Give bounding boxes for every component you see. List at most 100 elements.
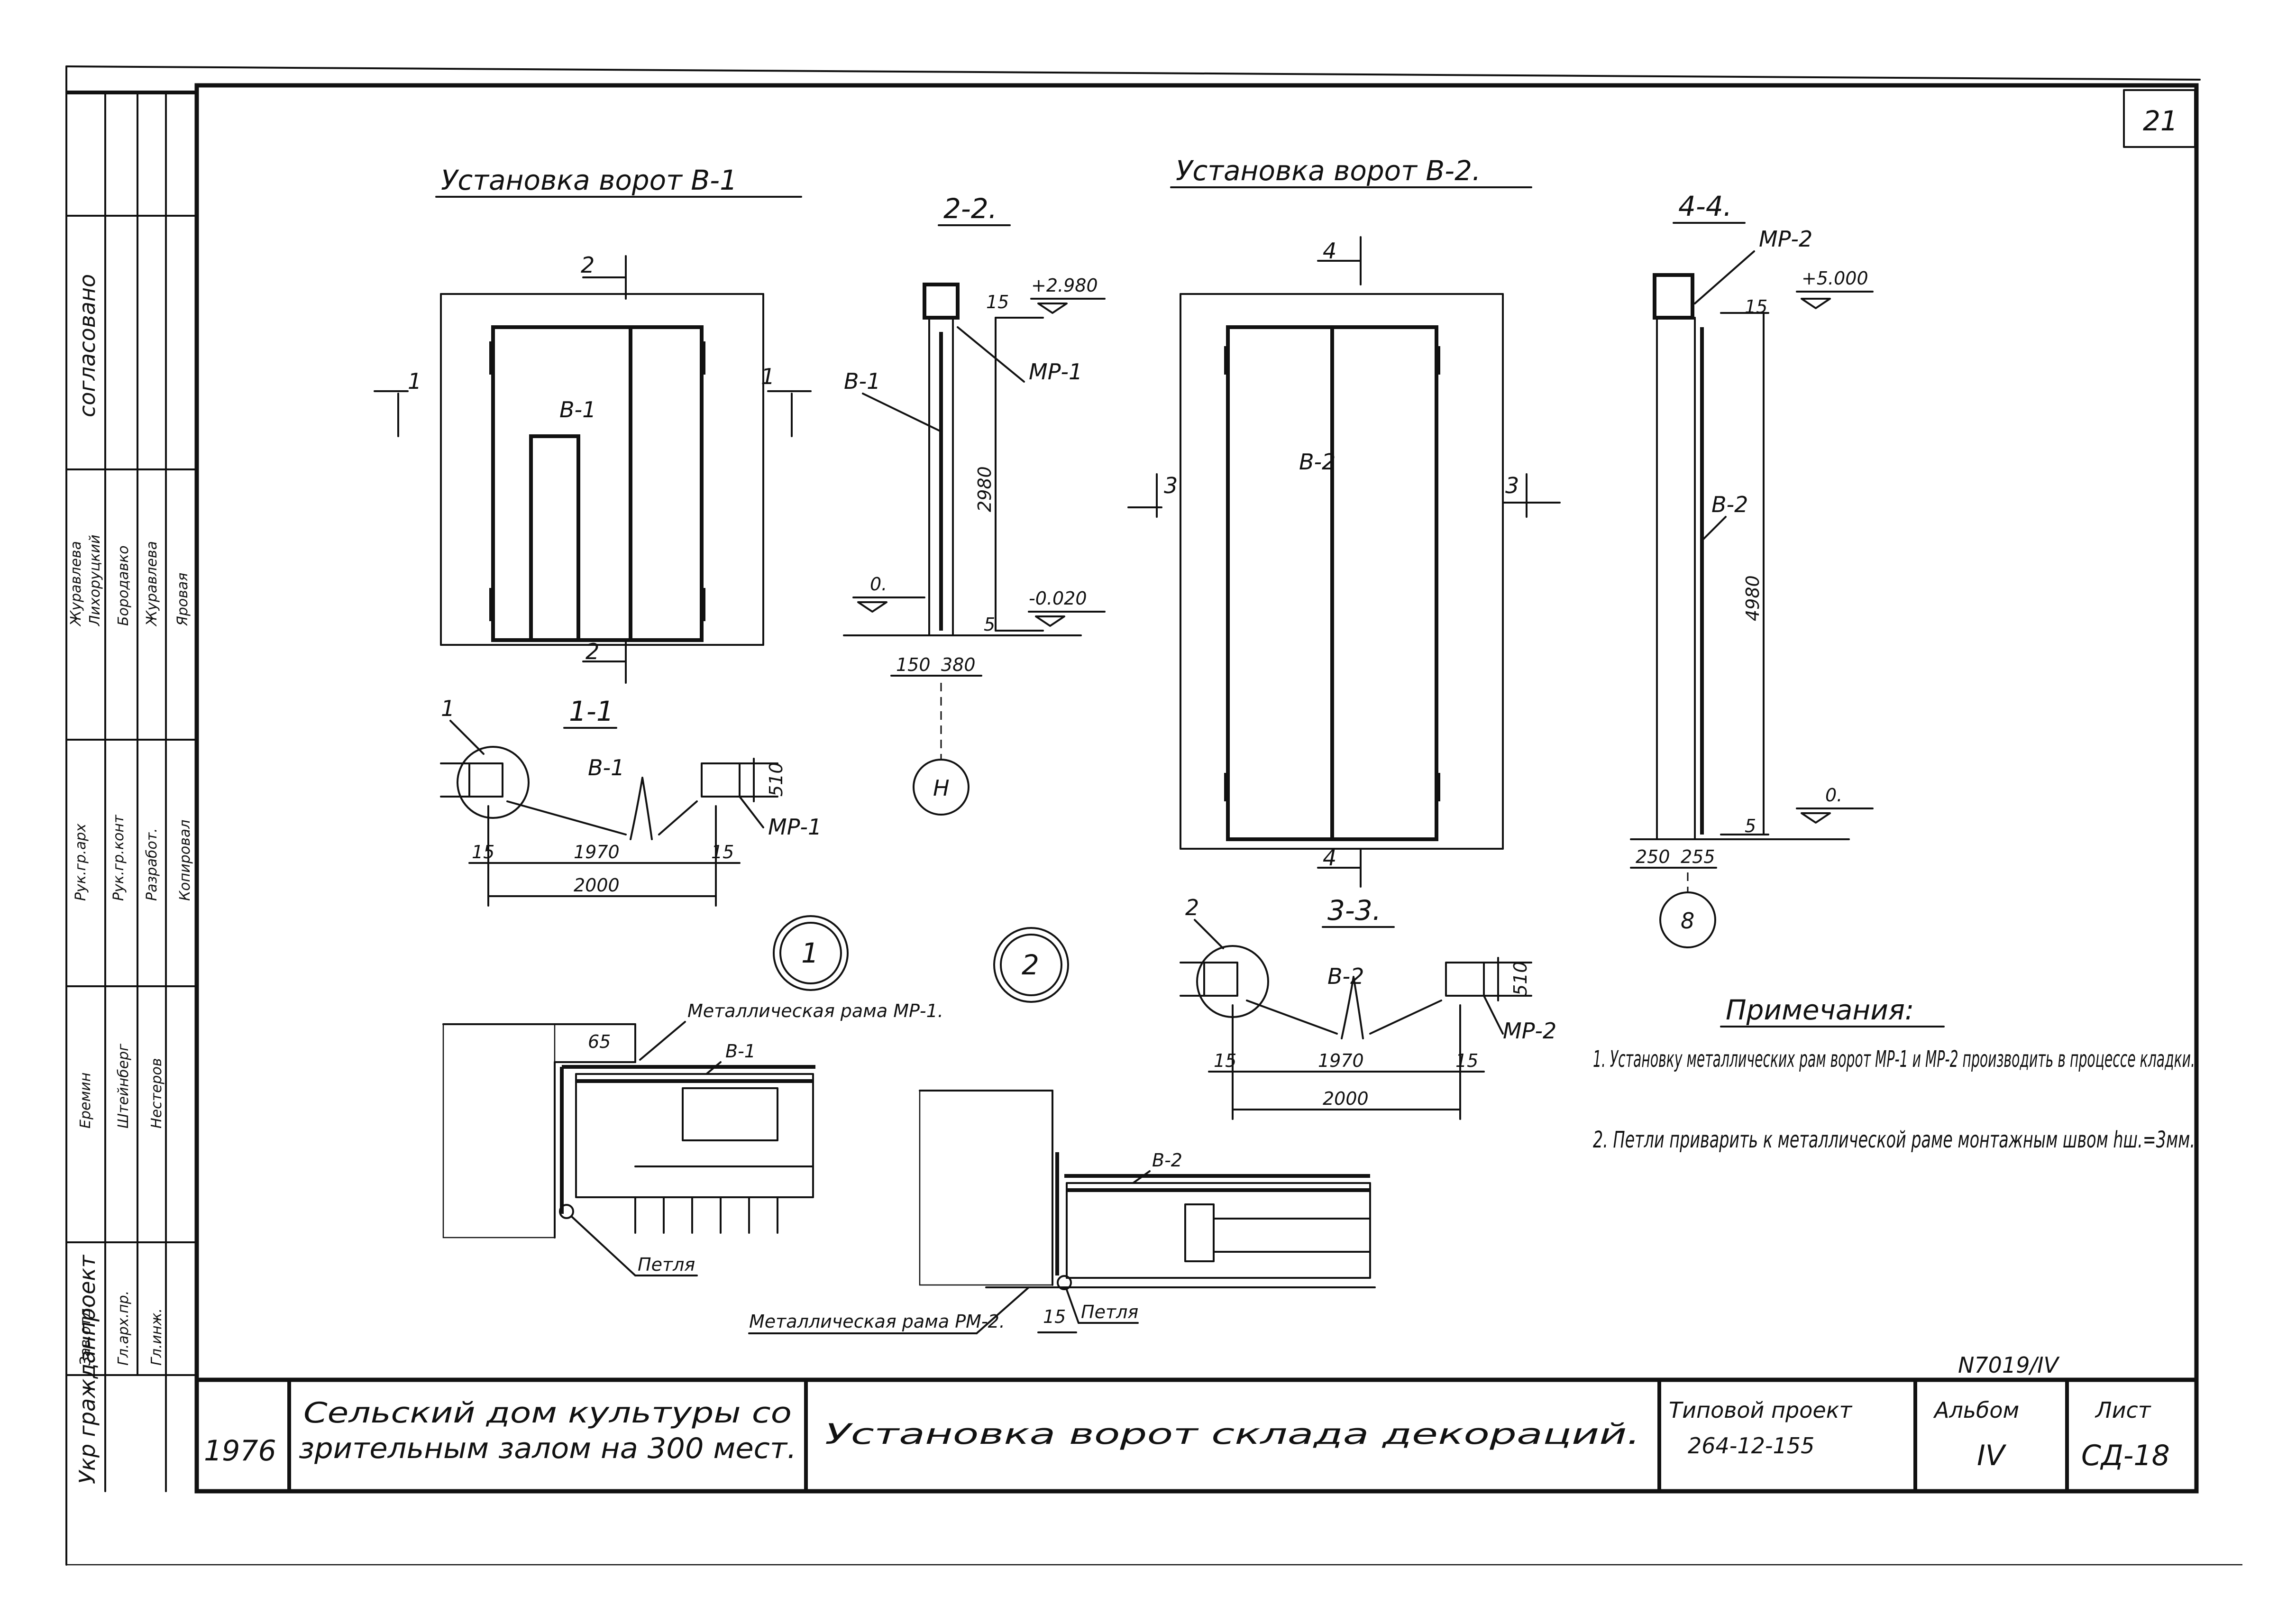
s44-label-frame: МР-2 [1759,226,1812,252]
note-2: 2. Петли приварить к металлической раме … [1593,1127,2195,1153]
plan33-title: 3-3. [1327,894,1381,927]
gate1-leaf-label: В-1 [559,397,596,422]
plan-11: 1-1 1 В-1 МР-1 510 15 1970 15 2000 [440,695,822,907]
section-44: 4980 +5.000 15 0. 5 250 255 МР-2 В-2 8 [1630,226,1874,948]
gate1-view-title: Установка ворот В-1 [441,164,737,196]
s22-width-2: 380 [941,654,976,675]
plan33-leaf: В-2 [1327,963,1364,989]
stamp-role-1: Рук.гр.арх [73,824,89,901]
plan11-callout: 1 [441,696,455,721]
stamp-position-1: Зав.отд. [77,1303,94,1366]
stamp-signer-5: Яровая [174,573,191,626]
gate2-cut-left: 3 [1164,473,1178,498]
s22-width-1: 150 [896,654,931,675]
plan11-leaf: В-1 [588,755,624,780]
notes-heading: Примечания: [1726,994,1914,1026]
section-22: 2980 +2.980 15 -0.020 5 0. 150 380 В-1 М… [843,275,1106,816]
plan33-dim-3: 15 [1455,1050,1478,1071]
detail1-dim: 65 [588,1031,611,1052]
stamp-role-2: Рук.гр.конт [110,814,127,901]
s22-detail-mark: Н [933,775,950,801]
stamp-agreed: согласовано [74,274,100,417]
side-stamp: согласовано Журавлева Лихоруцкий Бородав… [65,92,198,1492]
plan33-dim-1: 15 [1214,1050,1236,1071]
stamp-signer-4: Журавлева [144,541,160,627]
gate1-elevation: В-1 2 2 1 1 [374,252,812,684]
section-44-title: 4-4. [1678,190,1732,222]
gate2-leaf-label: В-2 [1299,449,1336,475]
s44-label-gate: В-2 [1711,492,1748,517]
stamp-name-2: Штейнберг [115,1044,132,1129]
plan11-dim-3: 15 [711,842,734,862]
tb-sheet-code: СД-18 [2081,1439,2170,1472]
tb-album-number: IV [1977,1439,2007,1472]
plan33-total: 2000 [1323,1088,1369,1109]
plan33-frame: МР-2 [1503,1018,1556,1044]
gate1-cut-bottom: 2 [585,639,599,664]
tb-year: 1976 [204,1434,276,1468]
stamp-role-4: Копировал [177,820,193,901]
plan11-frame: МР-1 [768,814,822,840]
stamp-signer-1: Журавлева [68,541,84,627]
detail2-hinge-label: Петля [1081,1302,1138,1322]
s44-width-1: 250 [1636,846,1670,867]
detail2-gate-label: В-2 [1152,1150,1182,1171]
gate1-cut-right: 1 [761,364,775,389]
notes-block: Примечания: 1. Установку металлических р… [1593,994,2195,1153]
s44-dim-bottom: 5 [1745,816,1756,836]
tb-object-line2: зрительным залом на 300 мест. [299,1432,796,1465]
plan33-callout: 2 [1185,895,1199,920]
s22-label-frame: МР-1 [1029,359,1082,385]
s22-label-gate: В-1 [844,368,880,394]
tb-object-line1: Сельский дом культуры со [303,1396,792,1430]
gate2-view-title: Установка ворот В-2. [1176,155,1481,187]
s22-height: 2980 [974,466,995,512]
plan-33: 3-3. 2 В-2 МР-2 510 15 1970 15 2000 [1180,894,1556,1120]
tb-sheet-label: Лист [2095,1397,2151,1423]
sheet-number-box: 21 [2123,89,2196,148]
stamp-signer-2: Лихоруцкий [87,535,103,627]
plan11-dim-2: 1970 [574,842,620,862]
tb-project-label: Типовой проект [1669,1397,1852,1423]
s44-elev-zero: 0. [1825,785,1842,806]
plan11-title: 1-1 [569,695,614,727]
sheet-number: 21 [2143,105,2178,137]
gate2-cut-right: 3 [1505,473,1519,498]
plan11-total: 2000 [574,875,620,896]
s44-elev-top: +5.000 [1802,268,1868,289]
detail2-dim: 15 [1043,1306,1066,1327]
detail1-gate-label: В-1 [725,1041,756,1062]
s22-dim-top: 15 [986,292,1009,312]
plan33-dim-2: 1970 [1318,1050,1364,1071]
gate2-elevation: В-2 4 4 3 3 [1127,236,1561,888]
s22-elev-bottom: -0.020 [1029,588,1087,609]
gate2-cut-bottom: 4 [1323,845,1336,871]
stamp-name-1: Еремин [77,1073,94,1129]
s22-dim-bottom: 5 [984,614,995,635]
s44-dim-top: 15 [1745,296,1767,317]
gate1-cut-left: 1 [408,368,421,394]
stamp-position-2: Гл.арх.пр. [115,1291,132,1366]
detail2-number: 2 [1022,949,1039,981]
plan11-wall: 510 [766,762,787,797]
stamp-name-3: Нестеров [148,1058,165,1129]
detail2-frame-label: Металлическая рама РМ-2. [749,1311,1005,1332]
stamp-org: Укр гражданпроект [74,1255,100,1484]
detail1-hinge-label: Петля [638,1254,695,1275]
sheet-frame [65,65,2242,1566]
section-22-title: 2-2. [943,193,997,225]
detail-markers: 1 2 [773,915,1069,1003]
note-1: 1. Установку металлических рам ворот МР-… [1593,1046,2195,1073]
s44-detail-mark: 8 [1681,908,1694,934]
detail1-frame-label: Металлическая рама МР-1. [687,1000,943,1021]
gate2-cut-top: 4 [1323,238,1336,264]
tb-album-label: Альбом [1933,1397,2019,1423]
s22-elev-zero: 0. [870,574,887,595]
stamp-signer-3: Бородавко [115,545,132,626]
tb-project-number: 264-12-155 [1688,1433,1814,1459]
s44-height: 4980 [1742,575,1763,621]
document-number: N7019/IV [1958,1352,2060,1378]
detail1-number: 1 [801,937,819,969]
title-block: 1976 Сельский дом культуры со зрительным… [197,1377,2196,1491]
